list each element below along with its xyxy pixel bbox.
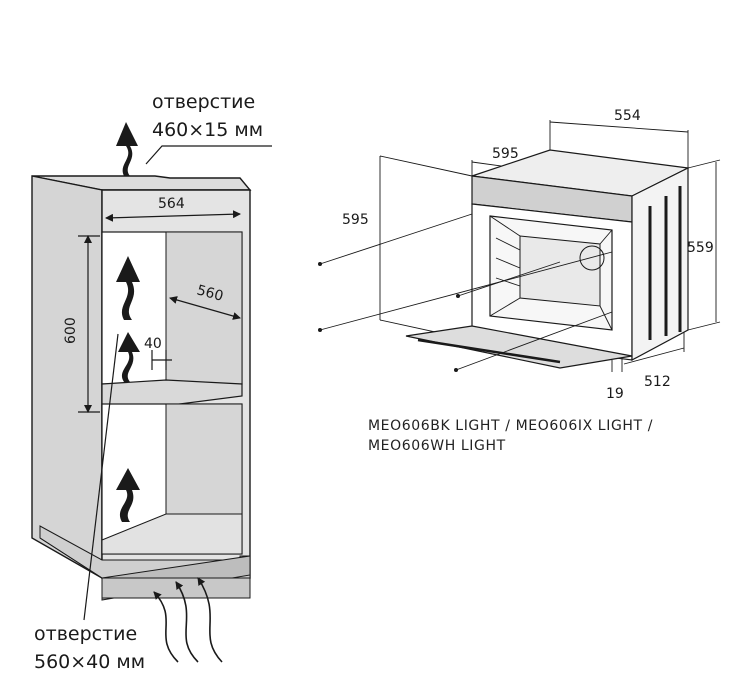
bottom-vent-caption-line2: 560×40 мм [34, 651, 145, 673]
top-vent-leader [145, 145, 272, 165]
oven-leader-dots [318, 262, 460, 372]
airflow-arrows [116, 122, 140, 522]
oven-fan-icon [579, 245, 605, 271]
dim-512-label: 512 [644, 374, 671, 390]
cabinet-plinth-front [101, 577, 251, 599]
model-names: MEO606BK LIGHT / MEO606IX LIGHT / MEO606… [368, 416, 708, 456]
dim-554-label: 554 [614, 108, 641, 124]
top-vent-caption-line1: отверстие [152, 91, 255, 113]
dim-gap-label: 40 [144, 336, 162, 352]
cabinet-dimensions [78, 145, 272, 621]
airflow-arrow-top-icon [116, 122, 138, 176]
dim-559-label: 559 [687, 240, 714, 256]
dim-depth-label: 560 [195, 282, 225, 304]
incoming-air-arrow-2-icon [175, 581, 199, 663]
dim-height-label: 600 [63, 317, 79, 344]
model-line-2: MEO606WH LIGHT [368, 438, 506, 454]
top-vent-caption-line2: 460×15 мм [152, 119, 263, 141]
cabinet-drawing: отверстие 460×15 мм 564 560 600 40 отвер… [31, 91, 272, 673]
airflow-arrow-upper-icon [116, 256, 140, 320]
incoming-air-arrow-3-icon [197, 577, 223, 663]
oven-drawing [318, 120, 721, 372]
cabinet-lower-floor [101, 513, 243, 555]
dim-depth-line [169, 296, 241, 320]
cabinet-upper-inner-wall [165, 231, 243, 395]
model-line-1: MEO606BK LIGHT / MEO606IX LIGHT / [368, 418, 654, 434]
oven-body [405, 149, 691, 369]
incoming-air-arrow-1-icon [153, 591, 179, 663]
airflow-arrow-lower-icon [116, 468, 140, 522]
dim-595-top-label: 595 [492, 146, 519, 162]
dim-width-line [105, 210, 241, 222]
oven-leaders [319, 213, 613, 371]
dim-width-label: 564 [158, 196, 185, 212]
dim-554-line [549, 121, 689, 133]
bottom-vent-caption-line1: отверстие [34, 623, 137, 645]
oven-right-side [631, 167, 689, 362]
airflow-arrow-mid-icon [118, 332, 140, 382]
incoming-air [153, 577, 223, 663]
dim-595-front-label: 595 [342, 212, 369, 228]
bottom-vent-leader [83, 333, 119, 621]
dim-19-label: 19 [606, 386, 624, 402]
